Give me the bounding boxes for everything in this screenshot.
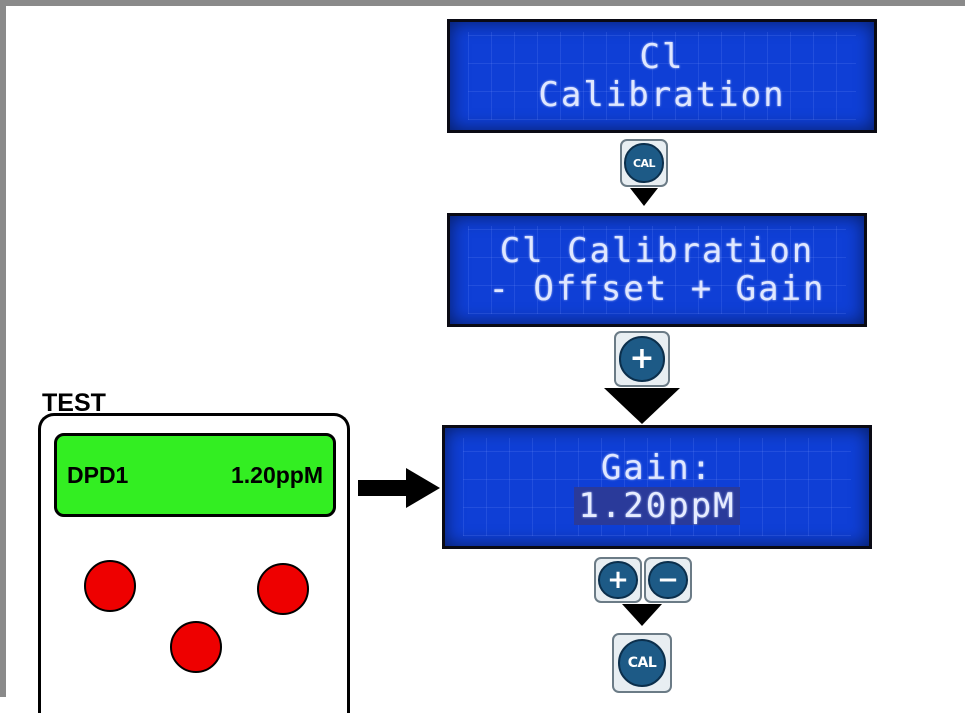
lcd-line-1: Gain: (600, 448, 714, 488)
plus-button[interactable]: + (614, 331, 670, 387)
lcd-screen-gain-value: Gain: 1.20ppM (442, 425, 872, 549)
lcd-line-2: Calibration (538, 75, 786, 115)
lcd-line-2-highlighted: 1.20ppM (574, 487, 740, 525)
plus-button-label: + (598, 561, 638, 599)
test-screen-parameter: DPD1 (67, 461, 129, 488)
lcd-screen-offset-gain-menu: Cl Calibration - Offset + Gain (447, 213, 867, 327)
cal-button-label: CAL (624, 143, 664, 183)
test-screen-reading: 1.20ppM (230, 461, 323, 488)
cal-button[interactable]: CAL (620, 139, 668, 187)
test-device-screen: DPD1 1.20ppM (54, 433, 336, 517)
arrow-right-icon (358, 468, 442, 508)
test-device-body (38, 413, 350, 713)
plus-button-label: + (619, 336, 665, 382)
test-device-bottom-button[interactable] (170, 621, 222, 673)
arrow-head (406, 468, 440, 508)
test-device-right-button[interactable] (257, 563, 309, 615)
triangle-down-icon (630, 188, 658, 206)
lcd-screen-cl-calibration: Cl Calibration (447, 19, 877, 133)
triangle-down-icon (622, 604, 662, 626)
arrow-shaft (358, 480, 408, 496)
triangle-down-icon (604, 388, 680, 424)
minus-button-label: − (648, 561, 688, 599)
minus-button[interactable]: − (644, 557, 692, 603)
lcd-line-2: - Offset + Gain (488, 269, 826, 309)
lcd-line-1: Cl (639, 37, 685, 77)
cal-button-label: CAL (617, 638, 667, 688)
test-device-label: TEST (42, 389, 106, 417)
frame-top-border (0, 0, 965, 6)
cal-button[interactable]: CAL (612, 633, 672, 693)
lcd-line-1: Cl Calibration (499, 231, 815, 271)
test-device-left-button[interactable] (84, 560, 136, 612)
frame-left-border (0, 0, 6, 697)
plus-button[interactable]: + (594, 557, 642, 603)
